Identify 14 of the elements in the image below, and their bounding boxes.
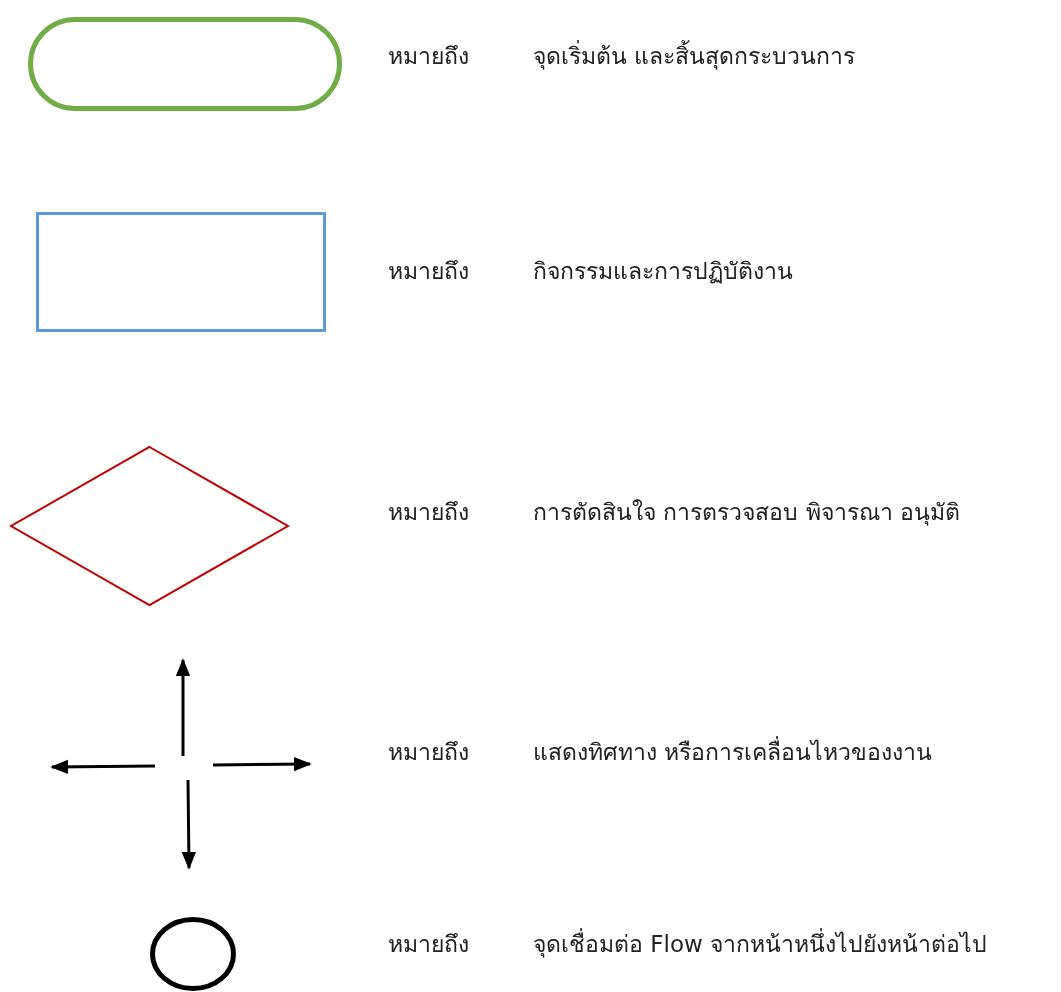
legend-text: กิจกรรมและการปฏิบัติงาน: [533, 257, 793, 286]
terminator-symbol: [28, 17, 342, 111]
meaning-label: หมายถึง: [388, 42, 469, 71]
process-symbol: [36, 212, 326, 332]
connector-symbol: [150, 917, 236, 991]
decision-symbol: [9, 445, 290, 607]
legend-text: การตัดสินใจ การตรวจสอบ พิจารณา อนุมัติ: [533, 498, 960, 527]
meaning-label: หมายถึง: [388, 738, 469, 767]
legend-text: จุดเชื่อมต่อ Flow จากหน้าหนึ่งไปยังหน้าต่อไป: [533, 929, 988, 959]
legend-text: แสดงทิศทาง หรือการเคลื่อนไหวของงาน: [533, 737, 933, 767]
legend-text: จุดเริ่มต้น และสิ้นสุดกระบวนการ: [533, 41, 856, 71]
meaning-label: หมายถึง: [388, 930, 469, 959]
meaning-label: หมายถึง: [388, 498, 469, 527]
meaning-label: หมายถึง: [388, 257, 469, 286]
